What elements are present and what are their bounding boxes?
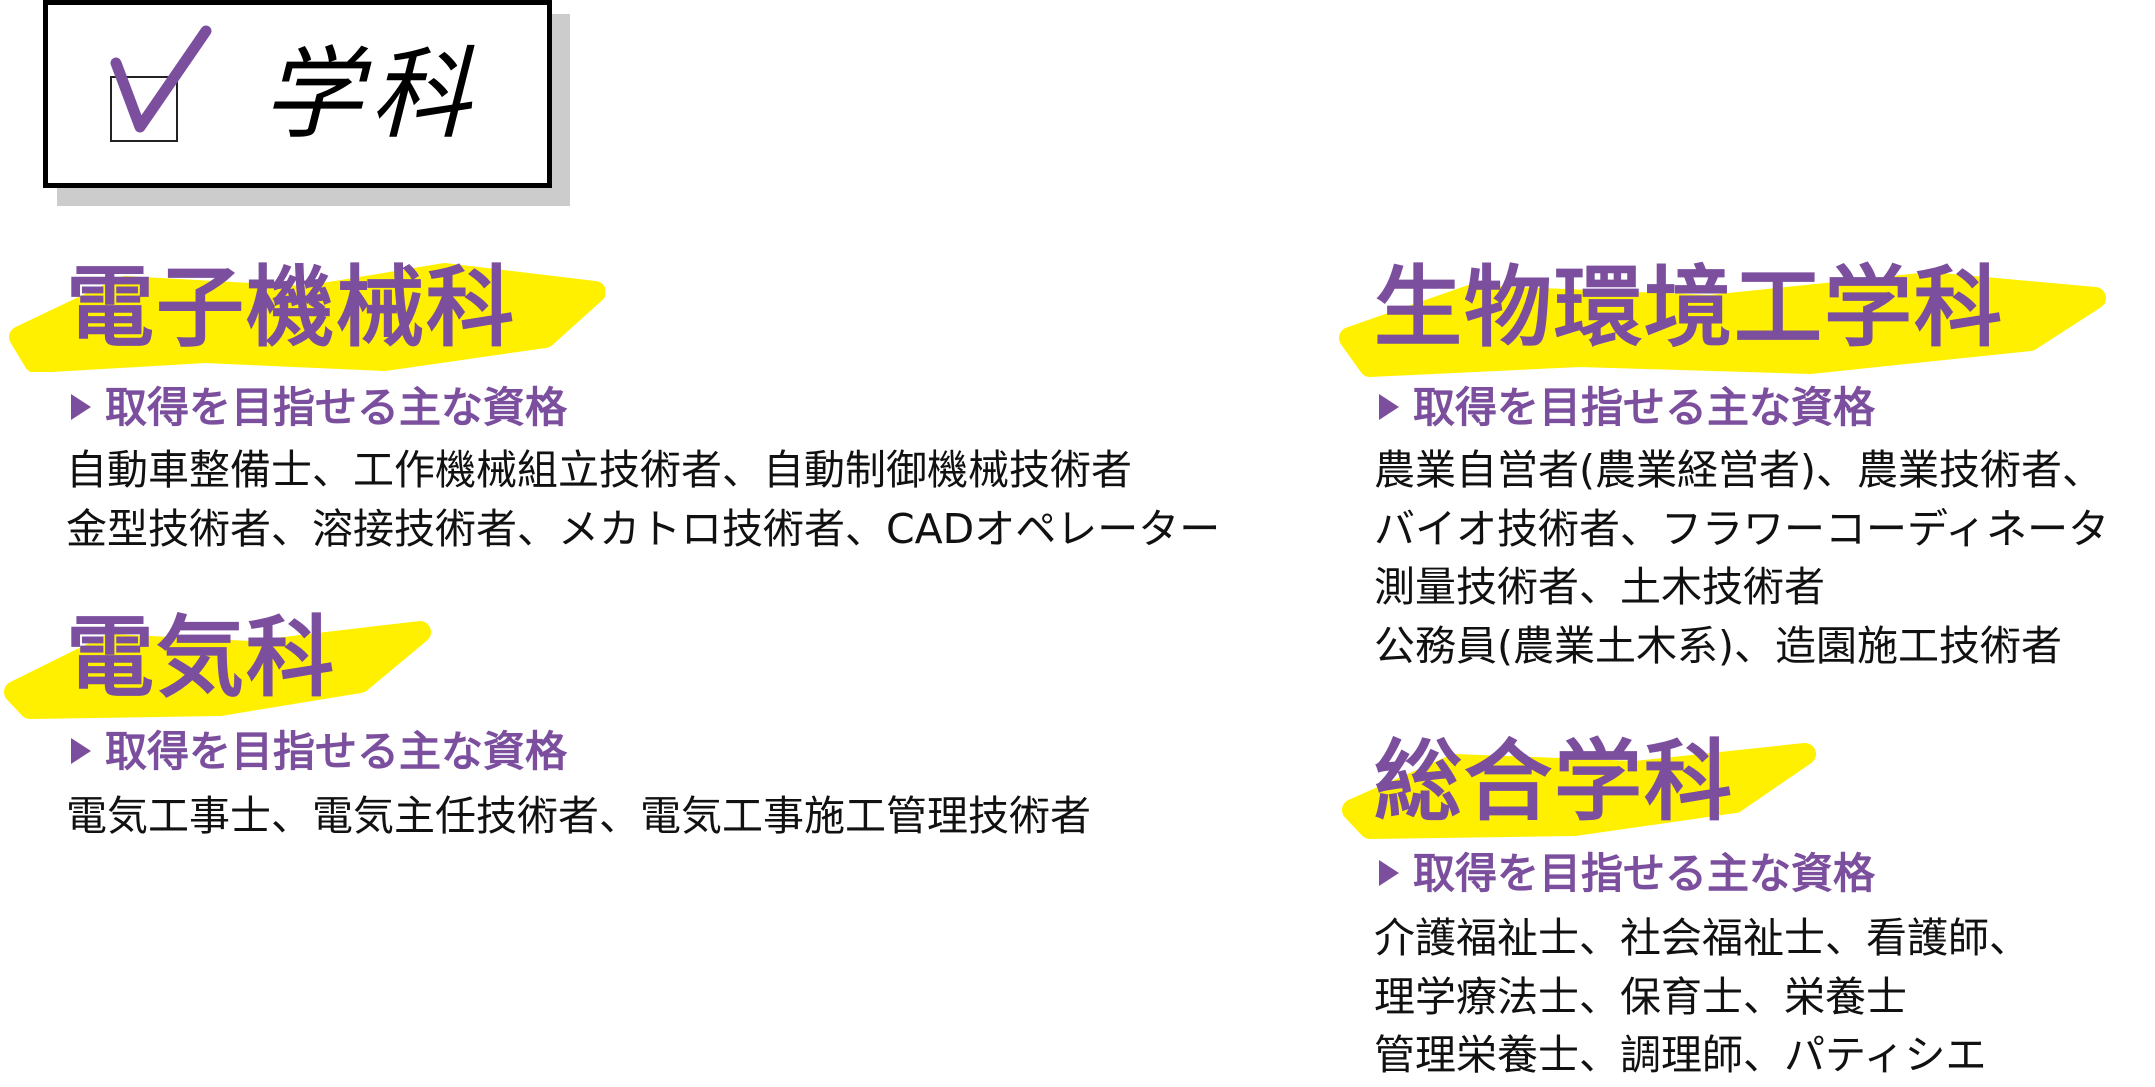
qualification-line: 自動車整備士、工作機械組立技術者、自動制御機械技術者 [66,446,1132,494]
triangle-bullet-icon [71,738,91,764]
highlight-stroke [9,263,605,372]
qualification-list: 電気工事士、電気主任技術者、電気工事施工管理技術者 [66,787,1091,846]
triangle-bullet-icon [1379,860,1399,886]
subheading-text: 取得を目指せる主な資格 [105,727,568,776]
section-heading-sogo: 総合学科 [1374,730,1735,833]
qualification-line: 理学療法士、保育士、栄養士 [1374,972,1907,1021]
section-subheading: 取得を目指せる主な資格 [1379,849,1875,899]
highlight-stroke [1339,272,2106,377]
section-subheading: 取得を目指せる主な資格 [71,727,567,777]
section-subheading: 取得を目指せる主な資格 [71,383,567,433]
page-title: 学科 [262,36,478,153]
qualification-line: 公務員(農業土木系)、造園施工技術者 [1374,621,2062,670]
checkbox-icon [110,76,178,142]
section-heading-seibutsu-kankyo: 生物環境工学科 [1374,256,2005,359]
highlight-stroke [1342,743,1816,839]
section-subheading: 取得を目指せる主な資格 [1379,383,1875,433]
section-heading-denki: 電気科 [66,606,337,709]
qualification-list: 介護福祉士、社会福祉士、看護師、 理学療法士、保育士、栄養士 管理栄養士、調理師… [1374,909,2030,1085]
subheading-text: 取得を目指せる主な資格 [1413,849,1876,898]
qualification-list: 農業自営者(農業経営者)、農業技術者、 バイオ技術者、フラワーコーディネータ 測… [1374,441,2109,675]
checkmark-icon [110,25,212,133]
highlight-stroke [4,621,431,719]
qualification-line: 管理栄養士、調理師、パティシエ [1374,1031,1987,1079]
qualification-line: 金型技術者、溶接技術者、メカトロ技術者、CADオペレーター [66,504,1221,553]
triangle-bullet-icon [1379,394,1399,420]
subheading-text: 取得を目指せる主な資格 [1413,383,1876,432]
qualification-line: バイオ技術者、フラワーコーディネータ [1374,504,2110,553]
qualification-line: 農業自営者(農業経営者)、農業技術者、 [1374,446,2103,494]
qualification-line: 介護福祉士、社会福祉士、看護師、 [1374,914,2030,962]
subheading-text: 取得を目指せる主な資格 [105,383,568,432]
section-heading-denshi-kikai: 電子機械科 [66,256,517,359]
triangle-bullet-icon [71,394,91,420]
qualification-line: 測量技術者、土木技術者 [1374,563,1825,611]
qualification-list: 自動車整備士、工作機械組立技術者、自動制御機械技術者 金型技術者、溶接技術者、メ… [66,441,1220,558]
qualification-line: 電気工事士、電気主任技術者、電気工事施工管理技術者 [66,792,1091,840]
